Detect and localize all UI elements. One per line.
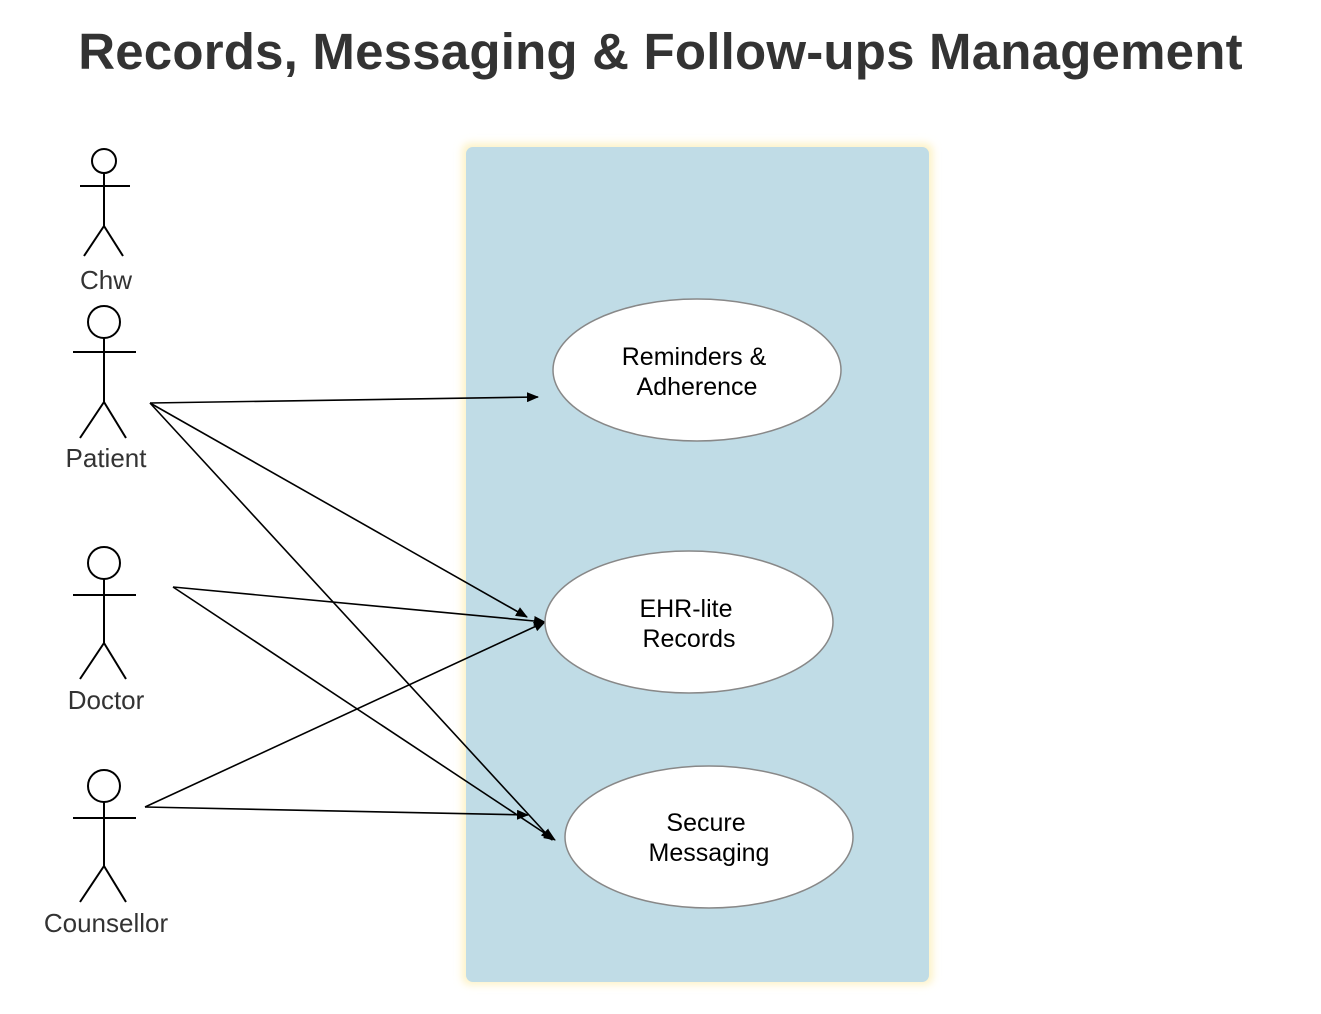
association-arrow-doctor-messaging xyxy=(172,586,556,841)
actor-label: Doctor xyxy=(68,685,145,715)
use-case-reminders[interactable]: Reminders & Adherence xyxy=(552,298,842,442)
use-case-ehr[interactable]: EHR-lite Records xyxy=(544,550,834,694)
associations xyxy=(144,392,556,841)
use-case-label: Adherence xyxy=(637,373,758,401)
actor-label: Chw xyxy=(80,265,132,295)
actor-leg xyxy=(103,401,127,439)
use-case-label: Messaging xyxy=(649,839,770,867)
use-case-ellipse xyxy=(564,765,854,909)
use-case-label: EHR-lite xyxy=(639,595,732,623)
actor-label: Counsellor xyxy=(44,908,169,938)
association-arrow-counsellor-ehr xyxy=(144,621,546,808)
association-arrow-patient-ehr xyxy=(149,402,528,618)
actor-leg xyxy=(103,865,127,903)
actor-leg xyxy=(103,225,124,257)
actor-head xyxy=(87,769,121,803)
actor-head xyxy=(87,546,121,580)
actor-label: Patient xyxy=(66,443,148,473)
use-case-label: Records xyxy=(642,625,735,653)
diagram-title: Records, Messaging & Follow-ups Manageme… xyxy=(78,23,1243,80)
actor-head xyxy=(91,148,117,174)
use-case-label: Reminders & xyxy=(622,343,767,371)
use-case-messaging[interactable]: Secure Messaging xyxy=(564,765,854,909)
actor-chw[interactable]: Chw xyxy=(80,148,132,295)
actor-patient[interactable]: Patient xyxy=(66,305,148,473)
association-arrow-counsellor-messaging xyxy=(144,806,529,820)
use-case-ellipse xyxy=(544,550,834,694)
association-arrow-patient-reminders xyxy=(149,392,539,404)
association-arrow-patient-messaging xyxy=(149,402,553,841)
actor-leg xyxy=(79,401,105,439)
actor-head xyxy=(87,305,121,339)
association-arrow-doctor-ehr xyxy=(172,586,546,626)
actor-leg xyxy=(103,642,127,680)
actor-leg xyxy=(83,225,105,257)
use-case-label: Secure xyxy=(666,809,745,837)
actor-leg xyxy=(79,865,105,903)
actor-leg xyxy=(79,642,105,680)
use-case-ellipse xyxy=(552,298,842,442)
actor-counsellor[interactable]: Counsellor xyxy=(44,769,169,938)
actor-doctor[interactable]: Doctor xyxy=(68,546,145,715)
